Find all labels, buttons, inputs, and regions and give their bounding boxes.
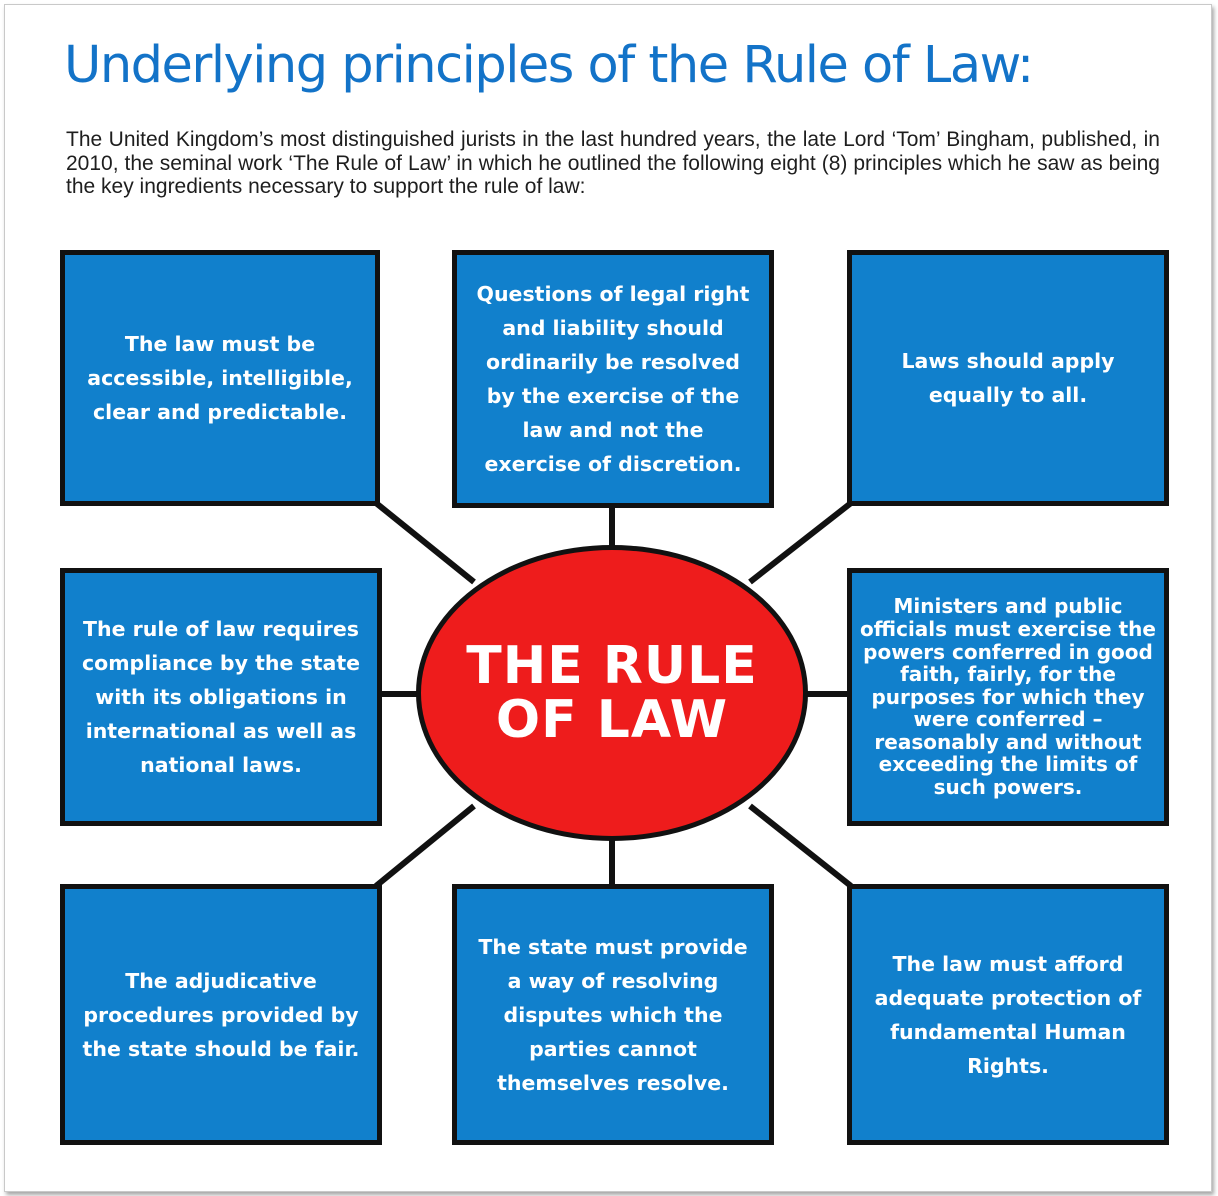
connector-bottom-left xyxy=(374,803,476,889)
intro-paragraph: The United Kingdom’s most distinguished … xyxy=(66,128,1160,198)
principle-box-5: Ministers and public officials must exer… xyxy=(847,568,1169,826)
principle-text-8: The law must afford adequate protection … xyxy=(874,951,1142,1078)
principle-text-2: Questions of legal right and liability s… xyxy=(476,282,750,476)
center-ellipse: THE RULE OF LAW xyxy=(416,545,808,841)
principle-text-4: The rule of law requires compliance by t… xyxy=(81,617,361,777)
principle-box-7: The state must provide a way of resolvin… xyxy=(452,884,774,1145)
principle-box-4: The rule of law requires compliance by t… xyxy=(60,568,382,826)
center-label: THE RULE OF LAW xyxy=(466,636,758,750)
principle-box-8: The law must afford adequate protection … xyxy=(847,884,1169,1145)
principle-box-6: The adjudicative procedures provided by … xyxy=(60,884,382,1145)
principle-box-2: Questions of legal right and liability s… xyxy=(452,250,774,508)
connector-top-left xyxy=(374,500,476,585)
connector-top-right xyxy=(748,500,853,585)
principle-box-3: Laws should apply equally to all. xyxy=(847,250,1169,506)
principle-text-1: The law must be accessible, intelligible… xyxy=(87,332,353,424)
principle-text-6: The adjudicative procedures provided by … xyxy=(82,968,360,1061)
principle-box-1: The law must be accessible, intelligible… xyxy=(60,250,380,506)
principle-text-5: Ministers and public officials must exer… xyxy=(860,594,1156,800)
connector-bottom-right xyxy=(748,803,853,889)
principle-text-7: The state must provide a way of resolvin… xyxy=(478,934,748,1095)
principle-text-3: Laws should apply equally to all. xyxy=(901,349,1115,407)
page-title: Underlying principles of the Rule of Law… xyxy=(64,36,1034,95)
